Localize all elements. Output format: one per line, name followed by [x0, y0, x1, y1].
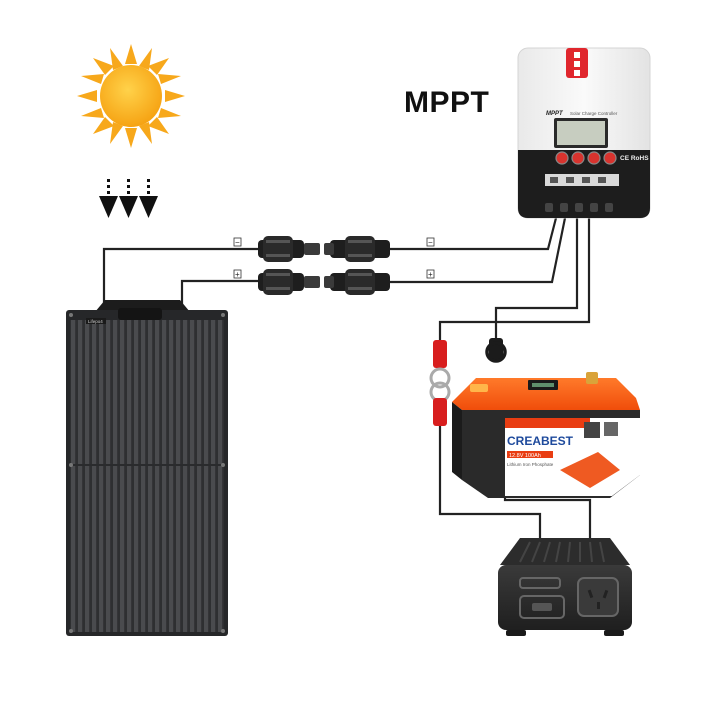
- controller-buttons: [555, 151, 617, 165]
- polarity-plus-label: +: [235, 270, 240, 279]
- battery-brand-label: CREABEST: [507, 434, 574, 448]
- battery-icon: CREABEST 12.8V 100Ah Lithium Iron Phosph…: [452, 372, 640, 498]
- mc4-connector-icon: [258, 269, 320, 295]
- arrow-down-icon: [119, 179, 138, 218]
- panel-brand-label: Lifepo4: [88, 319, 103, 324]
- inverter-icon: [498, 538, 632, 636]
- ring-terminal-icon: [485, 338, 507, 363]
- polarity-plus-label: +: [428, 270, 433, 279]
- ring-terminal-icon: [429, 340, 451, 389]
- battery-model-label: 12.8V 100Ah: [509, 453, 541, 459]
- sunlight-arrows: [99, 179, 158, 218]
- controller-brand-label: MPPT: [546, 111, 564, 117]
- controller-title: MPPT: [404, 86, 490, 119]
- controller-marks-label: CE RoHS: [620, 155, 649, 162]
- battery-chemistry-label: Lithium Iron Phosphate: [507, 462, 554, 467]
- polarity-minus-label: −: [235, 238, 240, 247]
- sun-icon: [77, 44, 185, 148]
- arrow-down-icon: [99, 179, 118, 218]
- mc4-connector-icon: [324, 236, 390, 262]
- controller-header-text: Solar Charge Controller: [570, 111, 618, 116]
- polarity-minus-label: −: [428, 238, 433, 247]
- mc4-connector-icon: [324, 269, 390, 295]
- ring-terminal-icon: [429, 381, 451, 426]
- polarity-marks: − + − +: [233, 237, 435, 279]
- arrow-down-icon: [139, 179, 158, 218]
- charge-controller-icon: MPPT Solar Charge Controller CE RoHS: [517, 47, 651, 219]
- solar-panel-icon: Lifepo4: [66, 300, 228, 636]
- mc4-connector-icon: [258, 236, 320, 262]
